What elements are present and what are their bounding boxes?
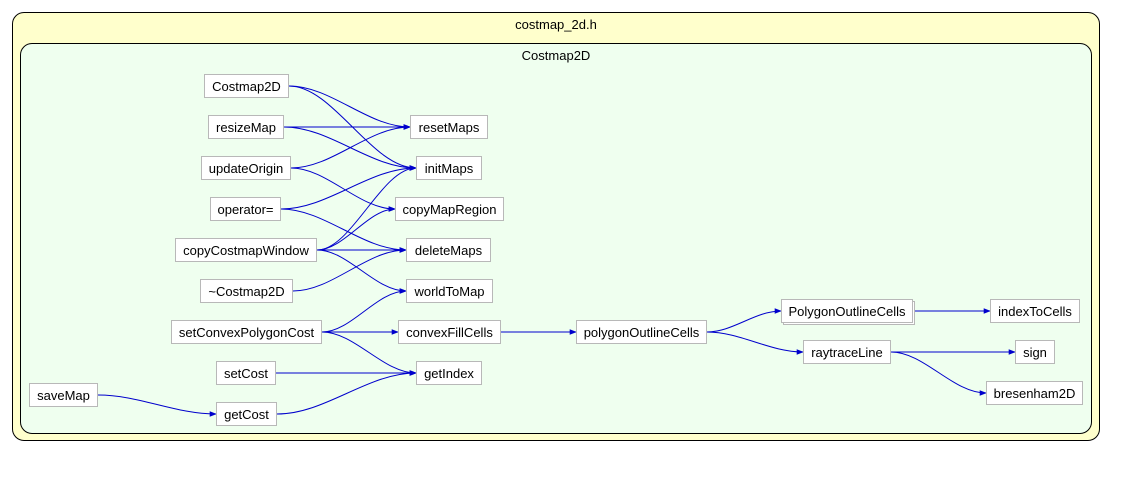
node-savemap[interactable]: saveMap bbox=[29, 383, 98, 407]
node-getcost[interactable]: getCost bbox=[216, 402, 277, 426]
node-sign[interactable]: sign bbox=[1015, 340, 1055, 364]
node-costmap2d-ctor[interactable]: Costmap2D bbox=[204, 74, 289, 98]
edge-dtor-to-deleteMaps bbox=[292, 247, 407, 292]
edge-polygonOutlineCells-to-raytraceLine bbox=[706, 331, 804, 355]
node-setcost[interactable]: setCost bbox=[216, 361, 276, 385]
edge-updateOrigin-to-copyMapRegion bbox=[290, 167, 396, 212]
node-resizemap[interactable]: resizeMap bbox=[208, 115, 284, 139]
node-polygonoutlinecells[interactable]: polygonOutlineCells bbox=[576, 320, 707, 344]
node-polygonoutlinecells-struct[interactable]: PolygonOutlineCells bbox=[781, 299, 913, 323]
edge-raytraceLine-to-bresenham2D bbox=[890, 351, 987, 396]
node-raytraceline[interactable]: raytraceLine bbox=[803, 340, 891, 364]
node-resetmaps[interactable]: resetMaps bbox=[410, 115, 488, 139]
node-getindex[interactable]: getIndex bbox=[416, 361, 482, 385]
node-setconvexpolygoncost[interactable]: setConvexPolygonCost bbox=[171, 320, 322, 344]
node-operator-assign[interactable]: operator= bbox=[210, 197, 281, 221]
edge-polygonOutlineCells-to-PolygonOutlineCells bbox=[706, 308, 782, 333]
edge-saveMap-to-getCost bbox=[97, 394, 217, 417]
edge-operator_eq-to-deleteMaps bbox=[280, 208, 407, 253]
node-bresenham2d[interactable]: bresenham2D bbox=[986, 381, 1083, 405]
class-cluster-label: Costmap2D bbox=[521, 48, 591, 63]
edge-Costmap2D-to-resetMaps bbox=[288, 85, 411, 130]
node-initmaps[interactable]: initMaps bbox=[416, 156, 482, 180]
edge-copyCostmapWindow-to-initMaps bbox=[316, 165, 417, 251]
edge-getCost-to-getIndex bbox=[276, 370, 417, 415]
file-cluster-label: costmap_2d.h bbox=[515, 17, 597, 32]
edge-operator_eq-to-initMaps bbox=[280, 165, 417, 210]
node-deletemaps[interactable]: deleteMaps bbox=[406, 238, 491, 262]
edge-updateOrigin-to-resetMaps bbox=[290, 124, 411, 169]
edge-copyCostmapWindow-to-worldToMap bbox=[316, 249, 407, 294]
node-copymapregion[interactable]: copyMapRegion bbox=[395, 197, 504, 221]
node-costmap2d-dtor[interactable]: ~Costmap2D bbox=[200, 279, 293, 303]
node-convexfillcells[interactable]: convexFillCells bbox=[398, 320, 501, 344]
node-updateorigin[interactable]: updateOrigin bbox=[201, 156, 291, 180]
edge-setConvexPolygonCost-to-worldToMap bbox=[321, 288, 407, 333]
node-indextocells[interactable]: indexToCells bbox=[990, 299, 1080, 323]
edge-copyCostmapWindow-to-copyMapRegion bbox=[316, 206, 396, 251]
node-worldtomap[interactable]: worldToMap bbox=[406, 279, 493, 303]
edge-setConvexPolygonCost-to-getIndex bbox=[321, 331, 417, 376]
node-copycostmapwindow[interactable]: copyCostmapWindow bbox=[175, 238, 317, 262]
